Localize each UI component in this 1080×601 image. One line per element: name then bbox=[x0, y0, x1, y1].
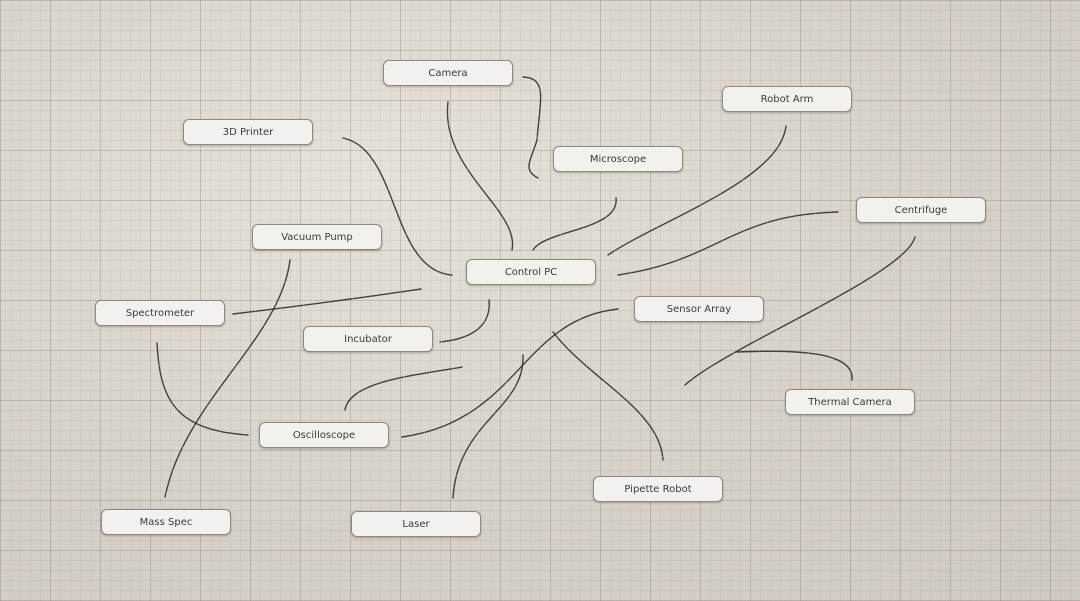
wire-oscilloscope-to-sensor-array bbox=[401, 308, 619, 438]
wire-laser-to-control-pc bbox=[452, 354, 524, 499]
wire-3d-printer-to-control-pc bbox=[342, 137, 453, 276]
node-microscope[interactable]: Microscope bbox=[553, 146, 683, 172]
wire-centrifuge-to-control-pc bbox=[617, 211, 839, 276]
node-control-pc[interactable]: Control PC bbox=[466, 259, 596, 285]
connection-wires bbox=[156, 76, 916, 499]
node-spectrometer[interactable]: Spectrometer bbox=[95, 300, 225, 326]
node-robot-arm[interactable]: Robot Arm bbox=[722, 86, 852, 112]
wire-spectrometer-to-oscilloscope bbox=[156, 342, 249, 436]
node-pipette-robot[interactable]: Pipette Robot bbox=[593, 476, 723, 502]
wire-control-pc-to-incubator bbox=[439, 299, 490, 343]
node-oscilloscope[interactable]: Oscilloscope bbox=[259, 422, 389, 448]
wire-oscilloscope-to-control-pc bbox=[344, 366, 463, 411]
node-sensor-array[interactable]: Sensor Array bbox=[634, 296, 764, 322]
wire-control-pc-to-pipette-robot bbox=[552, 331, 664, 461]
node-camera[interactable]: Camera bbox=[383, 60, 513, 86]
node-centrifuge[interactable]: Centrifuge bbox=[856, 197, 986, 223]
wire-robot-arm-to-control-pc bbox=[607, 125, 787, 256]
node-3d-printer[interactable]: 3D Printer bbox=[183, 119, 313, 145]
node-vacuum-pump[interactable]: Vacuum Pump bbox=[252, 224, 382, 250]
wire-vacuum-pump-to-mass-spec bbox=[164, 259, 291, 498]
wire-centrifuge-to-thermal-camera bbox=[684, 236, 916, 386]
node-incubator[interactable]: Incubator bbox=[303, 326, 433, 352]
wire-microscope-to-control-pc bbox=[532, 197, 617, 251]
wire-spectrometer-to-control-pc bbox=[232, 288, 422, 315]
node-laser[interactable]: Laser bbox=[351, 511, 481, 537]
node-mass-spec[interactable]: Mass Spec bbox=[101, 509, 231, 535]
wire-camera-to-control-pc bbox=[446, 101, 514, 251]
wire-camera-to-microscope bbox=[522, 76, 542, 179]
node-thermal-camera[interactable]: Thermal Camera bbox=[785, 389, 915, 415]
